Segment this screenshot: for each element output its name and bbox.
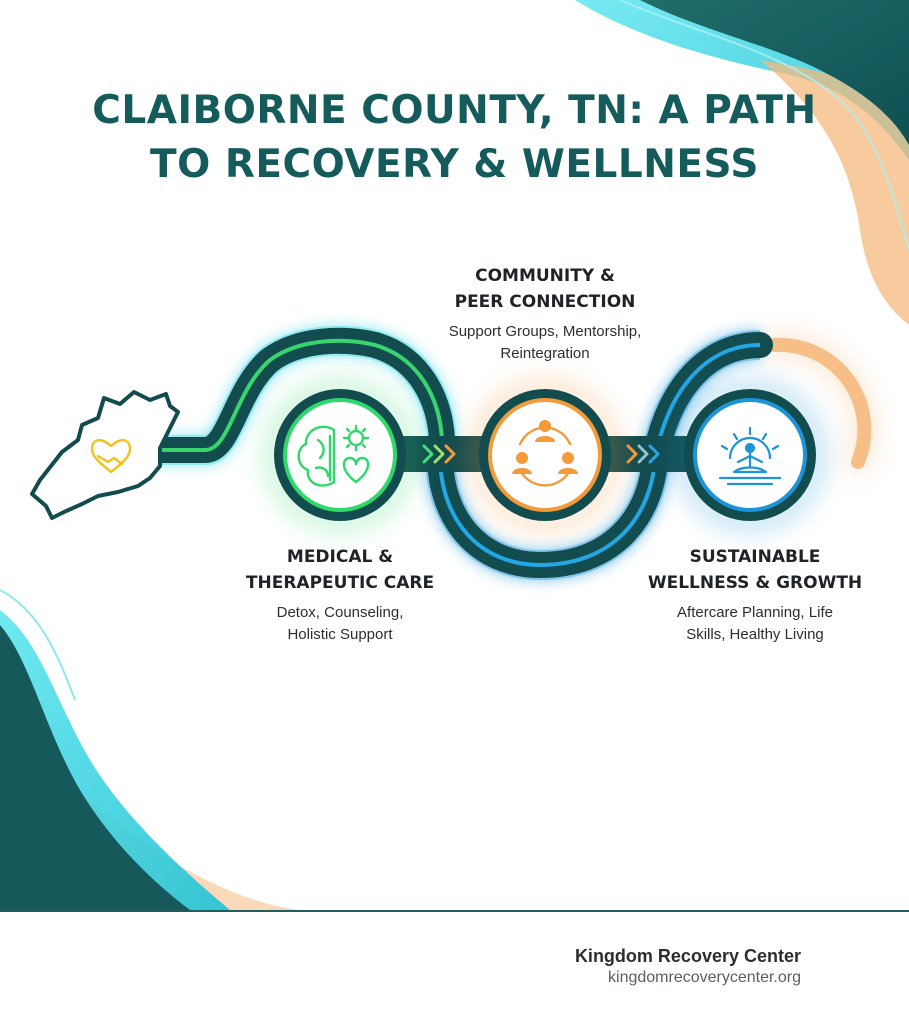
peach-arc-core [768,337,872,469]
wave-bottom-left-line [0,589,76,701]
county-map-handshake-heart-icon [30,390,180,520]
stage-description-community: Support Groups, Mentorship, Reintegratio… [448,323,642,362]
stage-label-medical: MEDICAL & THERAPEUTIC CARE Detox, Counse… [210,544,470,646]
chevron-icon-1 [422,444,456,464]
wave-bottom-left-teal [0,625,190,910]
track-segment-left-stripe [160,338,444,452]
meditation-sunrise-icon [718,426,782,486]
background-waves [0,0,909,910]
infographic-canvas: CLAIBORNE COUNTY, TN: A PATH TO RECOVERY… [0,0,909,910]
stage-circle-community [470,380,620,530]
organization-url[interactable]: kingdomrecoverycenter.org [608,969,801,986]
recovery-path-diagram [30,325,876,581]
wave-top-right-line [619,0,909,251]
stage-circle-wellness [675,380,825,530]
title-line-1: CLAIBORNE COUNTY, TN: A PATH [92,88,817,133]
stage-description-wellness: Aftercare Planning, Life Skills, Healthy… [677,604,833,643]
stage-heading-wellness: SUSTAINABLE WELLNESS & GROWTH [647,547,863,593]
title-line-2: TO RECOVERY & WELLNESS [150,142,759,187]
page-title: CLAIBORNE COUNTY, TN: A PATH TO RECOVERY… [0,84,909,192]
stage-circle-medical [265,380,415,530]
wave-top-right-peach [760,60,909,325]
people-circle-icon [512,420,578,487]
stage-description-medical: Detox, Counseling, Holistic Support [276,604,404,643]
wave-top-right-teal [640,0,909,145]
organization-name: Kingdom Recovery Center [574,946,801,966]
brain-gear-heart-icon [297,424,370,487]
footer: Kingdom Recovery Center kingdomrecoveryc… [0,910,909,1024]
stage-label-wellness: SUSTAINABLE WELLNESS & GROWTH Aftercare … [620,544,890,646]
track-segment-mid-stripe [438,343,761,568]
chevron-icon-2 [626,444,660,464]
stage-heading-community: COMMUNITY & PEER CONNECTION [454,266,636,312]
stage-label-community: COMMUNITY & PEER CONNECTION Support Grou… [400,263,690,365]
stage-heading-medical: MEDICAL & THERAPEUTIC CARE [245,547,435,593]
